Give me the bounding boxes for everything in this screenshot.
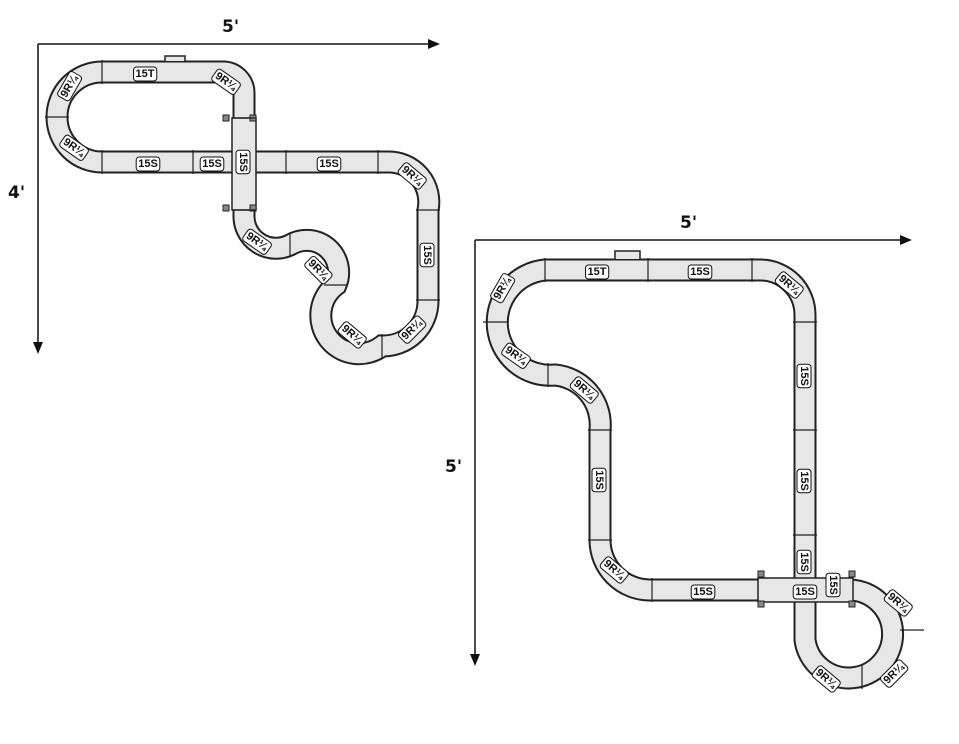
track-piece-tag (792, 584, 818, 600)
layout-b-width-label: 5' (680, 213, 697, 233)
track-piece-tag (883, 589, 913, 617)
track-piece-tag (825, 572, 841, 598)
layout-b-piece-labels: 15T 15S 9R¼ 9R¼ 9R¼ 15S 9R¼ 15S 15S 15S … (490, 264, 913, 693)
layout-a-width-label: 5' (222, 17, 239, 37)
track-piece-tag (57, 71, 83, 102)
track-piece-tag (687, 264, 713, 280)
track-piece-tag (337, 321, 367, 349)
track-piece-tag (235, 149, 251, 175)
track-piece-tag (880, 659, 909, 688)
track-piece-tag (135, 156, 161, 172)
track-piece-label: 15S (798, 552, 810, 572)
track-piece-label: 15S (690, 266, 710, 278)
track-piece-tag (316, 156, 342, 172)
track-piece-tag (796, 363, 812, 389)
track-piece-label: 15T (588, 266, 607, 278)
track-piece-tag (796, 468, 812, 494)
layout-b-height-label: 5' (445, 457, 462, 477)
track-piece-label: 15S (138, 158, 158, 170)
track-piece-tag (585, 264, 610, 280)
track-piece-tag (501, 342, 531, 369)
track-piece-tag (211, 68, 241, 95)
layout-b: 5' 5' (445, 213, 924, 693)
track-piece-tag (599, 556, 629, 584)
track-piece-label: 15S (319, 158, 339, 170)
track-piece-tag (690, 584, 716, 600)
track-piece-tag (419, 242, 435, 268)
track-piece-tag (133, 66, 158, 82)
track-piece-label: 15S (827, 575, 839, 595)
track-piece-label: 15S (798, 366, 810, 386)
track-piece-tag (398, 315, 427, 344)
track-piece-tag (242, 228, 272, 255)
track-piece-label: 15S (798, 471, 810, 491)
track-piece-tag (774, 271, 804, 299)
track-piece-label: 15S (421, 245, 433, 265)
track-piece-label: 15S (237, 152, 249, 172)
track-piece-tag (591, 467, 607, 493)
layout-a: 5' 4' (8, 17, 441, 366)
track-piece-tag (59, 134, 89, 161)
track-piece-label: 15S (202, 158, 222, 170)
track-piece-tag (304, 256, 333, 285)
layout-b-track (483, 250, 924, 690)
track-piece-label: 15S (693, 586, 713, 598)
track-piece-tag (199, 156, 225, 172)
track-piece-tag (397, 162, 427, 190)
track-piece-label: 15S (593, 470, 605, 490)
track-piece-tag (569, 376, 599, 404)
track-piece-tag (796, 549, 812, 575)
track-piece-tag (490, 273, 516, 304)
track-piece-label: 15S (795, 586, 815, 598)
layout-a-height-label: 4' (8, 183, 25, 203)
layout-a-track (45, 55, 441, 366)
track-piece-tag (811, 665, 841, 693)
track-piece-label: 15T (136, 68, 155, 80)
